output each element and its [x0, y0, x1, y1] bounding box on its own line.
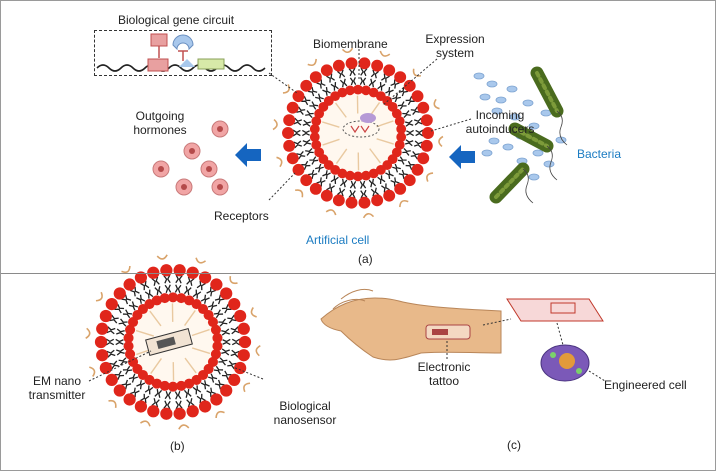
- panel-a-label: (a): [358, 252, 373, 266]
- leader-line: [268, 172, 296, 201]
- leader-line: [268, 72, 298, 94]
- biomembrane-label: Biomembrane: [313, 37, 388, 51]
- hormone-cell-icon: [152, 160, 170, 178]
- gene-circuit-icon: [96, 33, 266, 72]
- leader-line: [556, 322, 564, 346]
- biological-nanosensor-label: Biological nanosensor: [273, 399, 337, 427]
- tattoo-chip-icon: [425, 324, 471, 340]
- hormone-cell-icon: [200, 160, 218, 178]
- incoming-autoinducers-label: Incoming autoinducers: [465, 108, 535, 136]
- autoinducer-icon: [502, 143, 514, 151]
- outgoing-hormones-label: Outgoing hormones: [133, 109, 187, 137]
- electronic-tattoo-label: Electronic tattoo: [417, 360, 471, 388]
- gene-circuit-label: Biological gene circuit: [118, 13, 235, 27]
- autoinducer-icon: [509, 113, 521, 121]
- autoinducer-icon: [479, 93, 491, 101]
- autoinducer-icon: [528, 173, 540, 181]
- arrow-left-icon: [235, 143, 261, 167]
- arrow-left-icon: [449, 145, 475, 169]
- tattoo-chip-icon: [506, 298, 604, 322]
- gene-circuit-box: [94, 30, 272, 76]
- artificial-cell-label: Artificial cell: [306, 233, 370, 247]
- autoinducer-icon: [506, 85, 518, 93]
- autoinducer-icon: [486, 80, 498, 88]
- autoinducer-icon: [540, 109, 552, 117]
- autoinducer-icon: [543, 160, 555, 168]
- panel-b-label: (b): [170, 439, 185, 453]
- panel-c-label: (c): [507, 438, 521, 452]
- em-nano-transmitter-label: EM nano transmitter: [28, 374, 86, 402]
- autoinducer-icon: [473, 72, 485, 80]
- hormone-cell-icon: [211, 178, 229, 196]
- engineered-cell-label: Engineered cell: [604, 378, 687, 392]
- bacteria-icon: [530, 66, 568, 146]
- panel-divider: [1, 273, 715, 274]
- leader-line: [588, 370, 606, 382]
- hormone-cell-icon: [183, 142, 201, 160]
- expression-system-icon: [342, 113, 380, 138]
- bacteria-icon: [508, 122, 558, 181]
- hand-icon: [320, 288, 502, 361]
- expression-system-label: Expression system: [425, 32, 485, 60]
- autoinducer-icon: [495, 96, 507, 104]
- hormone-cell-icon: [211, 120, 229, 138]
- autoinducer-icon: [481, 149, 493, 157]
- bacteria-icon: [489, 162, 534, 204]
- hormone-cell-icon: [175, 178, 193, 196]
- receptors-label: Receptors: [214, 209, 269, 223]
- autoinducer-icon: [488, 137, 500, 145]
- leader-line: [232, 366, 264, 380]
- autoinducer-icon: [491, 107, 503, 115]
- leader-line: [88, 350, 152, 382]
- autoinducer-icon: [522, 99, 534, 107]
- em-nano-transmitter-icon: [145, 327, 193, 357]
- leader-line: [430, 118, 472, 132]
- autoinducer-icon: [528, 122, 540, 130]
- autoinducer-icon: [532, 149, 544, 157]
- bacteria-label: Bacteria: [577, 147, 622, 161]
- leader-line: [482, 318, 512, 326]
- engineered-cell-icon: [540, 344, 590, 382]
- artificial-cell-icon: [272, 47, 444, 219]
